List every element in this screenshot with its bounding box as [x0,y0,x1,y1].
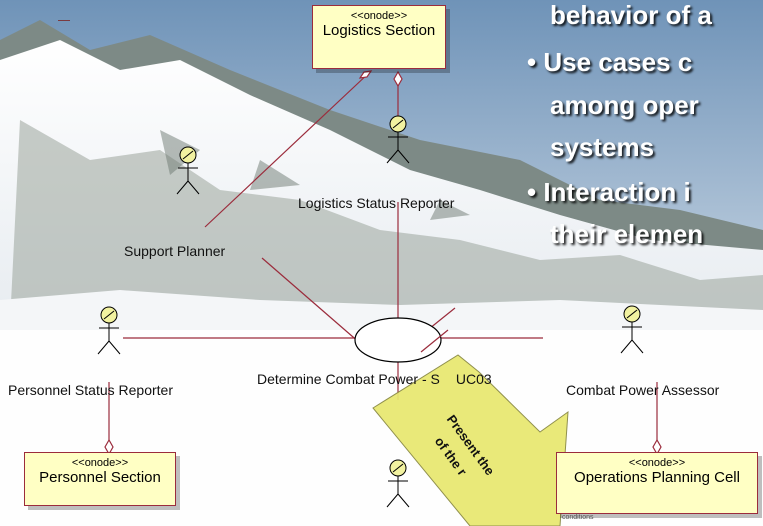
bullet-line-1: behavior of a [550,0,712,30]
use-case-name: Determine Combat Power - S [257,371,440,387]
node-name: Personnel Section [39,469,161,486]
operations-planning-cell-node[interactable]: <<onode>> Operations Planning Cell [556,452,758,514]
actor-support-planner-label[interactable]: Support Planner [124,243,226,259]
bullet-line-6: their elemen [550,219,704,249]
node-name: Logistics Section [322,22,436,39]
node-name: Operations Planning Cell [574,469,740,486]
bullet-line-2: • Use cases c [527,47,693,77]
node-stereotype: <<onode>> [71,457,129,469]
actor-personnel-status-reporter-label[interactable]: Personnel Status Reporter [8,382,173,398]
logistics-section-node[interactable]: <<onode>> Logistics Section [312,5,446,69]
bullet-line-5: • Interaction i [527,177,691,207]
use-case-id: UC03 [455,371,492,387]
bullet-line-4: systems [550,132,655,162]
actor-combat-power-assessor-label[interactable]: Combat Power Assessor [566,382,720,398]
bullet-line-3: among oper [550,90,699,120]
dash-mark [58,20,70,21]
node-stereotype: <<onode>> [350,10,408,22]
node-stereotype: <<onode>> [628,457,686,469]
operations-footnote: conditions [562,514,594,521]
use-case-label[interactable]: Determine Combat Power - S UC03 [257,371,492,387]
actor-logistics-status-reporter-label[interactable]: Logistics Status Reporter [298,195,455,211]
personnel-section-node[interactable]: <<onode>> Personnel Section [24,452,176,506]
